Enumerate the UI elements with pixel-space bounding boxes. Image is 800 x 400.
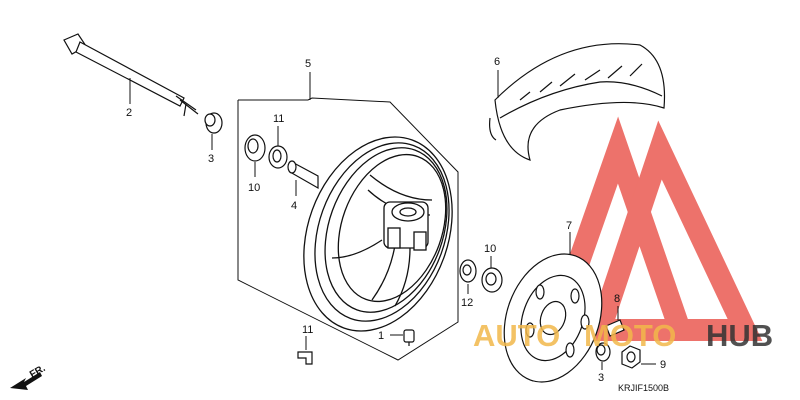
brake-disc-part-7 (503, 253, 603, 383)
callout-11-left: 11 (273, 113, 284, 125)
axle-shaft (75, 41, 185, 107)
axle-thread (179, 99, 199, 115)
callout-5: 5 (305, 58, 311, 70)
valve-body (403, 329, 415, 343)
dust-seal-hole (247, 138, 259, 154)
callout-4: 4 (291, 200, 297, 212)
disc-slot (580, 314, 590, 330)
tire-part-6 (489, 43, 666, 161)
front-direction-arrow: FR. (10, 363, 48, 390)
watermark-triangle-right (584, 120, 763, 341)
bearing-seal-right (459, 259, 503, 293)
callout-12: 11 (302, 324, 313, 336)
diagram-code: KRJIF1500B (618, 383, 669, 393)
axle-part-2 (63, 33, 199, 117)
clip-part-12 (297, 351, 313, 365)
callout-11-right: 12 (461, 297, 473, 309)
watermark-text-left: AUTO (473, 318, 560, 353)
callout-3-left: 3 (208, 153, 214, 165)
valve-part-1 (403, 329, 415, 346)
distance-collar-end (287, 160, 297, 174)
disc-slot (570, 288, 580, 304)
callout-7: 7 (566, 220, 572, 232)
spoke (371, 244, 396, 301)
disc-slot (565, 342, 575, 358)
tire-sidewall (489, 117, 497, 141)
spoke (331, 239, 383, 259)
wheel-group-bracket (237, 97, 459, 361)
disc-slot (535, 284, 545, 300)
hub-bore-inner (399, 207, 417, 217)
watermark-text-mid: MOTO (584, 318, 676, 353)
bearing-hole (462, 264, 472, 276)
axle-thread (183, 103, 187, 117)
tire-tread-grooves (519, 63, 643, 101)
collar-part-3-right (595, 342, 611, 362)
callout-9: 9 (660, 359, 666, 371)
tire-body (494, 43, 666, 161)
disc-slot (525, 322, 535, 338)
bolt-head (605, 319, 625, 337)
tire-tread-line (499, 81, 663, 119)
callout-6: 6 (494, 56, 500, 68)
bolt-part-8 (605, 319, 625, 337)
collar-hole (596, 344, 606, 356)
callout-10-left: 10 (248, 182, 260, 194)
hub-flange (413, 231, 427, 251)
bearing-seal-left (244, 134, 319, 190)
hub-bore (391, 202, 425, 222)
spoke (369, 174, 433, 201)
arrow-icon (10, 372, 42, 390)
rim-ring-2 (324, 147, 448, 313)
collar-part-3-left (204, 112, 223, 134)
bearing-hole (272, 149, 282, 163)
spoke (394, 247, 411, 307)
watermark-text-right: HUB (706, 318, 773, 353)
clip-body (297, 351, 313, 365)
collar-hole (204, 113, 216, 127)
callout-1: 1 (378, 330, 384, 342)
rim-outer (303, 136, 453, 332)
callout-3-right: 3 (598, 372, 604, 384)
disc-center (539, 300, 567, 336)
watermark-text: AUTO MOTO HUB (473, 318, 773, 353)
callout-8: 8 (614, 293, 620, 305)
dust-seal-hole (485, 272, 497, 286)
nut-hole (626, 351, 636, 363)
wheel-part-5 (303, 136, 453, 332)
callout-2: 2 (126, 107, 132, 119)
axle-thread (175, 95, 197, 111)
nut-part-9 (621, 345, 641, 369)
direction-label: FR. (28, 363, 48, 381)
rim-ring-1 (314, 142, 450, 322)
rim-inner (337, 153, 447, 303)
hub-flange (387, 227, 401, 249)
callout-10-right: 10 (484, 243, 496, 255)
